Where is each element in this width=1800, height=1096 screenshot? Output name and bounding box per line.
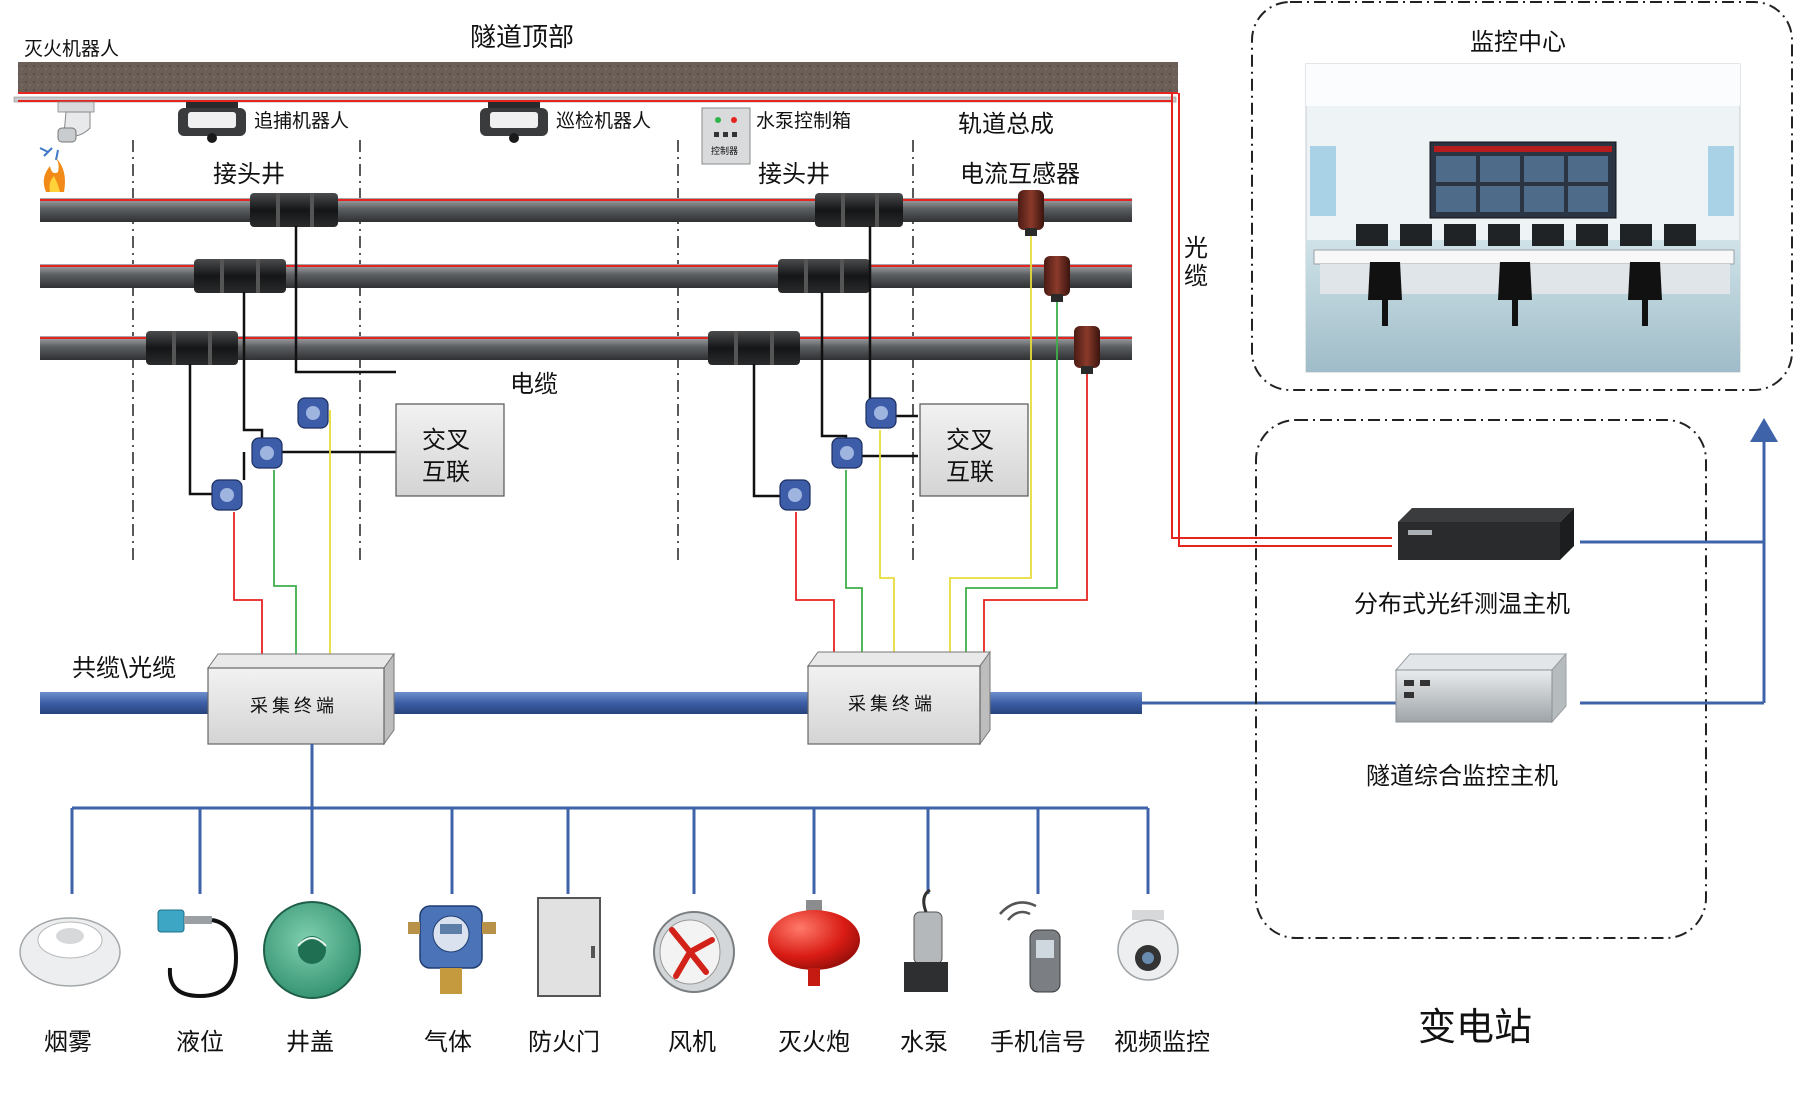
cross-link-1-line2: 互联 bbox=[422, 458, 470, 486]
monitor-host-icon bbox=[1394, 652, 1568, 724]
substation-label: 变电站 bbox=[1418, 1005, 1532, 1049]
device-label-fan: 风机 bbox=[668, 1028, 716, 1056]
cross-link-label-2: 交叉 互联 bbox=[946, 426, 1002, 486]
device-label-level: 液位 bbox=[176, 1028, 224, 1056]
terminal-label-1: 采集终端 bbox=[250, 696, 338, 717]
tracking-robot-icon bbox=[178, 102, 246, 143]
power-cable-2 bbox=[40, 259, 1132, 293]
uplink-arrow-icon bbox=[1750, 418, 1778, 442]
optical-cable-label-part1: 光 bbox=[1184, 234, 1208, 262]
fire-robot-icon bbox=[39, 101, 95, 192]
uplink-lines bbox=[1580, 440, 1766, 705]
joint-well-label-2: 接头井 bbox=[758, 160, 830, 188]
device-label-smoke: 烟雾 bbox=[44, 1028, 92, 1056]
sensor-wires-left bbox=[233, 410, 331, 654]
control-room-image bbox=[1305, 63, 1741, 373]
cross-link-box-left: 交叉 互联 bbox=[395, 403, 505, 497]
cross-link-box-right: 交叉 互联 bbox=[919, 403, 1029, 497]
gas-detector-icon bbox=[408, 905, 496, 994]
smoke-detector-icon bbox=[19, 917, 121, 987]
dts-host-label: 分布式光纤测温主机 bbox=[1354, 590, 1570, 618]
cross-link-label-1: 交叉 互联 bbox=[422, 426, 478, 486]
power-cable-3 bbox=[40, 331, 1132, 365]
tunnel-ceiling bbox=[18, 62, 1178, 92]
grounding-wires-left bbox=[188, 226, 396, 496]
current-transformer-icons bbox=[1018, 190, 1100, 374]
device-bus-lines bbox=[70, 744, 1150, 894]
monitor-host-label: 隧道综合监控主机 bbox=[1366, 762, 1558, 790]
sensor-icons-right bbox=[779, 397, 897, 511]
sensor-icons-left bbox=[211, 397, 329, 511]
device-label-fire-door: 防火门 bbox=[528, 1028, 600, 1056]
fire-door-icon bbox=[537, 897, 601, 997]
patrol-robot-label: 巡检机器人 bbox=[556, 110, 651, 132]
joint-well-label-1: 接头井 bbox=[213, 160, 285, 188]
pump-control-box-icon: 控制器 bbox=[701, 107, 751, 165]
device-label-gas: 气体 bbox=[424, 1028, 472, 1056]
cross-link-2-line1: 交叉 bbox=[946, 426, 994, 454]
ceiling-label: 隧道顶部 bbox=[470, 23, 574, 53]
device-label-mobile-signal: 手机信号 bbox=[990, 1028, 1086, 1056]
fire-robot-label: 灭火机器人 bbox=[24, 38, 119, 60]
fan-icon bbox=[653, 911, 735, 993]
video-camera-icon bbox=[1117, 910, 1179, 981]
water-pump-icon bbox=[904, 888, 948, 992]
fire-cannon-icon bbox=[768, 900, 860, 986]
dts-host-icon bbox=[1398, 508, 1574, 560]
optical-cable-label-part2: 缆 bbox=[1184, 262, 1208, 290]
manhole-cover-icon bbox=[263, 901, 361, 999]
optical-cable-line bbox=[18, 93, 1392, 547]
cross-link-1-line1: 交叉 bbox=[422, 426, 470, 454]
tracking-robot-label: 追捕机器人 bbox=[254, 110, 349, 132]
collection-terminal-2: 采集终端 bbox=[807, 650, 991, 746]
shared-cable-label: 共缆\光缆 bbox=[72, 654, 176, 682]
level-sensor-icon bbox=[157, 909, 239, 999]
monitoring-center-frame bbox=[1251, 1, 1793, 391]
patrol-robot-icon bbox=[480, 102, 548, 143]
cable-label: 电缆 bbox=[510, 370, 558, 398]
device-label-video: 视频监控 bbox=[1114, 1028, 1210, 1056]
device-label-manhole: 井盖 bbox=[286, 1028, 334, 1056]
track-assembly-label: 轨道总成 bbox=[958, 110, 1054, 138]
device-label-water-pump: 水泵 bbox=[900, 1028, 948, 1056]
terminal-label-2: 采集终端 bbox=[848, 694, 936, 715]
device-label-fire-cannon: 灭火炮 bbox=[778, 1028, 850, 1056]
pump-box-inner-label: 控制器 bbox=[711, 145, 738, 157]
cross-link-2-line2: 互联 bbox=[946, 458, 994, 486]
power-cable-1 bbox=[40, 193, 1132, 227]
collection-terminal-1: 采集终端 bbox=[207, 652, 395, 746]
sensor-wires-right bbox=[795, 236, 1088, 658]
current-transformer-label: 电流互感器 bbox=[960, 160, 1080, 188]
pump-box-label: 水泵控制箱 bbox=[756, 110, 851, 132]
optical-cable-label: 光 缆 bbox=[1184, 234, 1216, 290]
monitoring-center-label: 监控中心 bbox=[1470, 28, 1566, 56]
substation-frame bbox=[1255, 419, 1707, 939]
mobile-signal-icon bbox=[999, 901, 1061, 993]
